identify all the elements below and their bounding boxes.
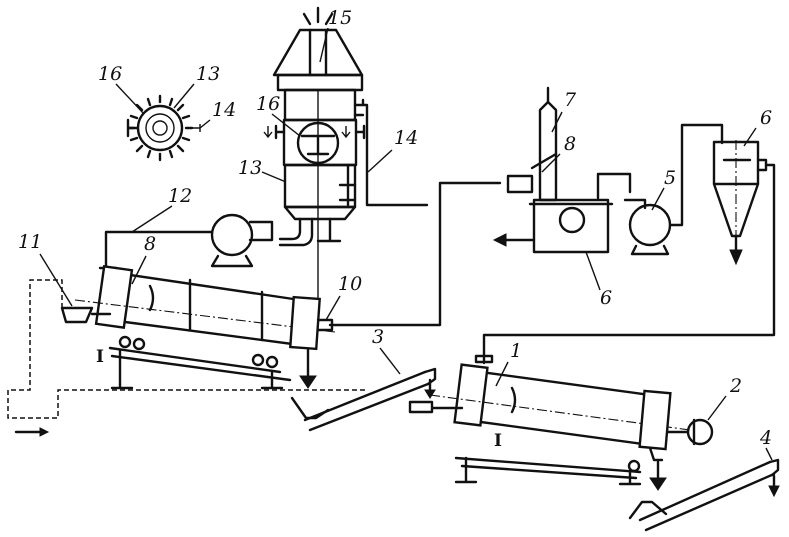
label-8-drum: 8: [144, 233, 156, 255]
furnace-tower: [263, 6, 429, 310]
label-14-tower: 14: [394, 127, 418, 149]
label-3: 3: [372, 326, 384, 348]
label-5: 5: [664, 167, 676, 189]
label-4: 4: [759, 427, 772, 449]
label-2: 2: [729, 375, 742, 397]
callout-labels: 1 2 3 4 5 6 6 7 8 8 10 11 12 13 13 14 14…: [18, 7, 773, 461]
cyclone-6: [482, 140, 776, 365]
section-mark-left: I: [96, 347, 104, 367]
label-6-scrubber: 6: [600, 287, 612, 309]
label-11: 11: [18, 231, 42, 253]
label-14-section: 14: [212, 99, 236, 121]
label-10: 10: [338, 273, 362, 295]
screw-conveyor-3: [290, 367, 437, 432]
label-16-section: 16: [98, 63, 122, 85]
furnace-cross-section: [126, 94, 201, 162]
label-1: 1: [510, 340, 522, 362]
label-12: 12: [168, 185, 192, 207]
label-8-scrubber: 8: [564, 133, 576, 155]
label-16-tower: 16: [256, 93, 280, 115]
label-15: 15: [328, 7, 352, 29]
label-6-cyclone: 6: [760, 107, 772, 129]
screw-conveyor-4: [628, 458, 780, 532]
label-7: 7: [564, 89, 577, 111]
section-mark-right: I: [494, 431, 502, 451]
label-13-tower: 13: [238, 157, 262, 179]
scrubber-unit: [492, 86, 632, 254]
fan-upper-left: [98, 213, 274, 284]
fan-5: [623, 123, 724, 256]
right-rotary-drum-1: [408, 354, 714, 491]
gas-duct-upper: [328, 181, 502, 327]
label-13-section: 13: [196, 63, 220, 85]
left-rotary-drum: [7, 264, 368, 437]
